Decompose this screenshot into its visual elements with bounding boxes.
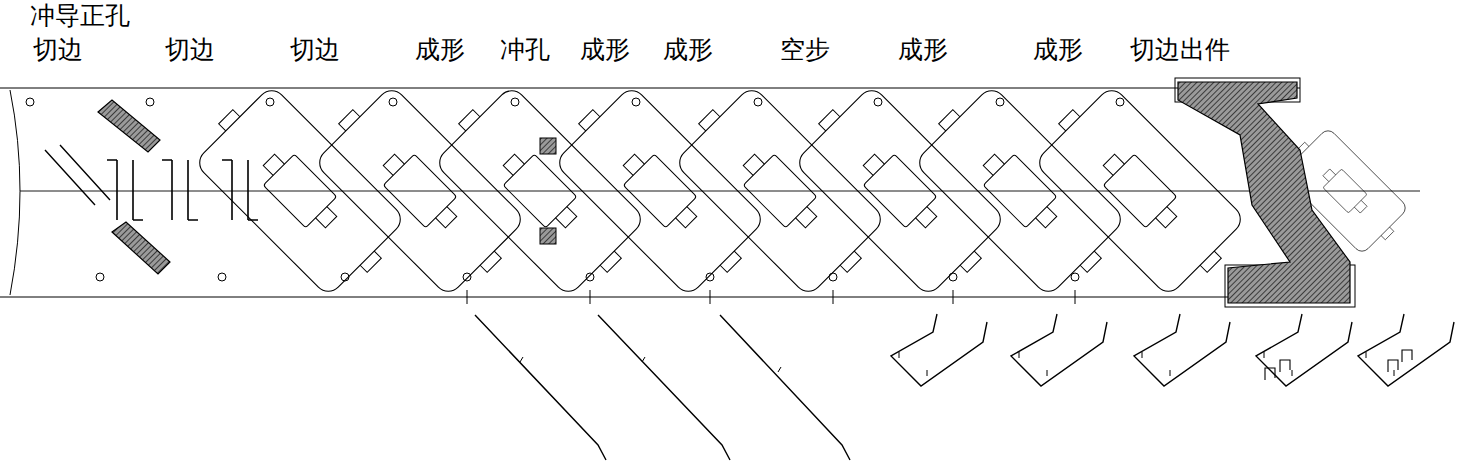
pierced-hole — [540, 138, 556, 154]
part-outline — [667, 78, 893, 304]
slit-cut — [162, 160, 198, 220]
slit-cut — [107, 160, 143, 220]
station-label: 切边 — [165, 37, 215, 62]
part-outline — [907, 78, 1133, 304]
cutoff-area — [1175, 78, 1355, 307]
profile-section — [1011, 314, 1107, 386]
station-label: 成形 — [898, 37, 948, 62]
station-label: 成形 — [580, 37, 630, 62]
parts — [187, 78, 1413, 304]
part-outline — [427, 78, 653, 304]
part-outline — [307, 78, 533, 304]
station-label: 冲孔 — [500, 37, 550, 62]
part-outline — [787, 78, 1013, 304]
pilot-holes — [26, 98, 1124, 304]
profile-section — [1256, 314, 1352, 386]
station-label: 成形 — [1033, 37, 1083, 62]
part-outline — [187, 78, 413, 304]
station-label: 空步 — [780, 37, 830, 62]
station-label: 切边出件 — [1130, 37, 1230, 62]
pierced-hole — [540, 228, 556, 244]
profile-section — [1134, 314, 1230, 386]
station-label: 切边 — [290, 37, 340, 62]
trim-cuts — [45, 100, 258, 274]
station-label: 成形 — [415, 37, 465, 62]
operation-label: 冲导正孔 — [30, 3, 130, 28]
slit-cut — [222, 160, 258, 220]
part-outline — [547, 78, 773, 304]
strip-outline — [0, 88, 1420, 297]
station-label: 成形 — [663, 37, 713, 62]
forming-profiles — [475, 314, 1454, 460]
station-label: 切边 — [33, 37, 83, 62]
profile-section — [891, 314, 987, 386]
